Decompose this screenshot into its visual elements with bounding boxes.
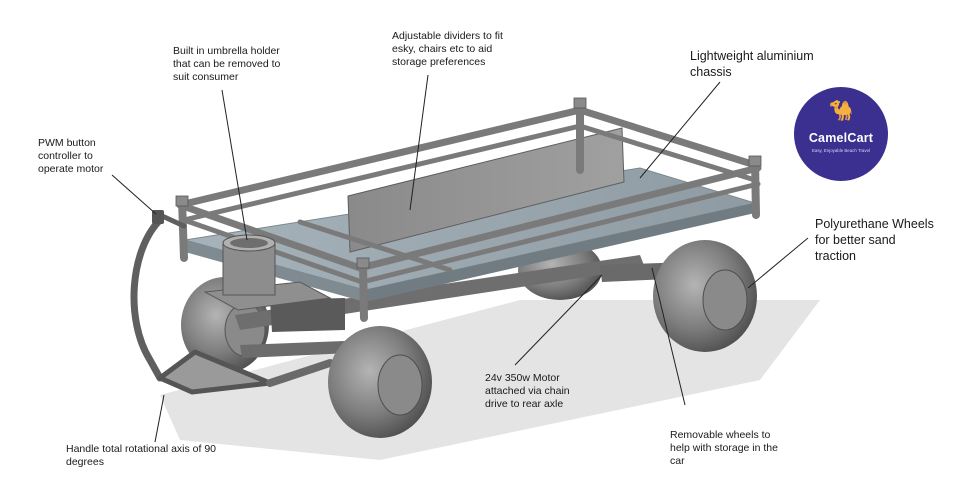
logo-tagline: Easy, Enjoyable Beach Travel	[811, 148, 870, 153]
umbrella-holder	[203, 234, 332, 311]
leader-lines	[111, 74, 809, 443]
leader-chassis	[639, 81, 721, 179]
leader-wheels	[747, 237, 809, 289]
motor-housing	[270, 298, 345, 332]
leader-dividers	[409, 74, 429, 211]
callout-chassis: Lightweight aluminium chassis	[690, 49, 814, 79]
callout-removable-wheels: Removable wheels to help with storage in…	[670, 429, 778, 467]
leader-pwm	[111, 174, 157, 215]
pull-handle	[130, 212, 334, 395]
logo-brand: CamelCart	[808, 131, 874, 145]
divider-panel	[347, 127, 625, 253]
camel-icon: 🐪	[828, 100, 854, 122]
chassis-frame	[176, 98, 762, 322]
ground-shadow	[160, 300, 820, 460]
frame-posts	[175, 97, 762, 269]
callout-wheels: Polyurethane Wheels for better sand trac…	[815, 217, 934, 263]
camelcart-logo: 🐪 CamelCart Easy, Enjoyable Beach Travel	[794, 87, 888, 181]
callout-motor: 24v 350w Motor attached via chain drive …	[485, 372, 570, 410]
leader-motor	[514, 274, 603, 366]
callout-pwm-controller: PWM button controller to operate motor	[38, 137, 104, 175]
callout-dividers: Adjustable dividers to fit esky, chairs …	[392, 30, 503, 68]
callout-umbrella-holder: Built in umbrella holder that can be rem…	[173, 45, 281, 83]
front-left-wheel	[328, 326, 432, 438]
front-right-wheel	[653, 240, 757, 352]
leader-umbrella	[221, 89, 248, 241]
floor-tray-side	[365, 203, 755, 302]
leader-handle	[154, 394, 165, 443]
callout-handle: Handle total rotational axis of 90 degre…	[66, 443, 217, 468]
leader-removable	[651, 267, 686, 406]
